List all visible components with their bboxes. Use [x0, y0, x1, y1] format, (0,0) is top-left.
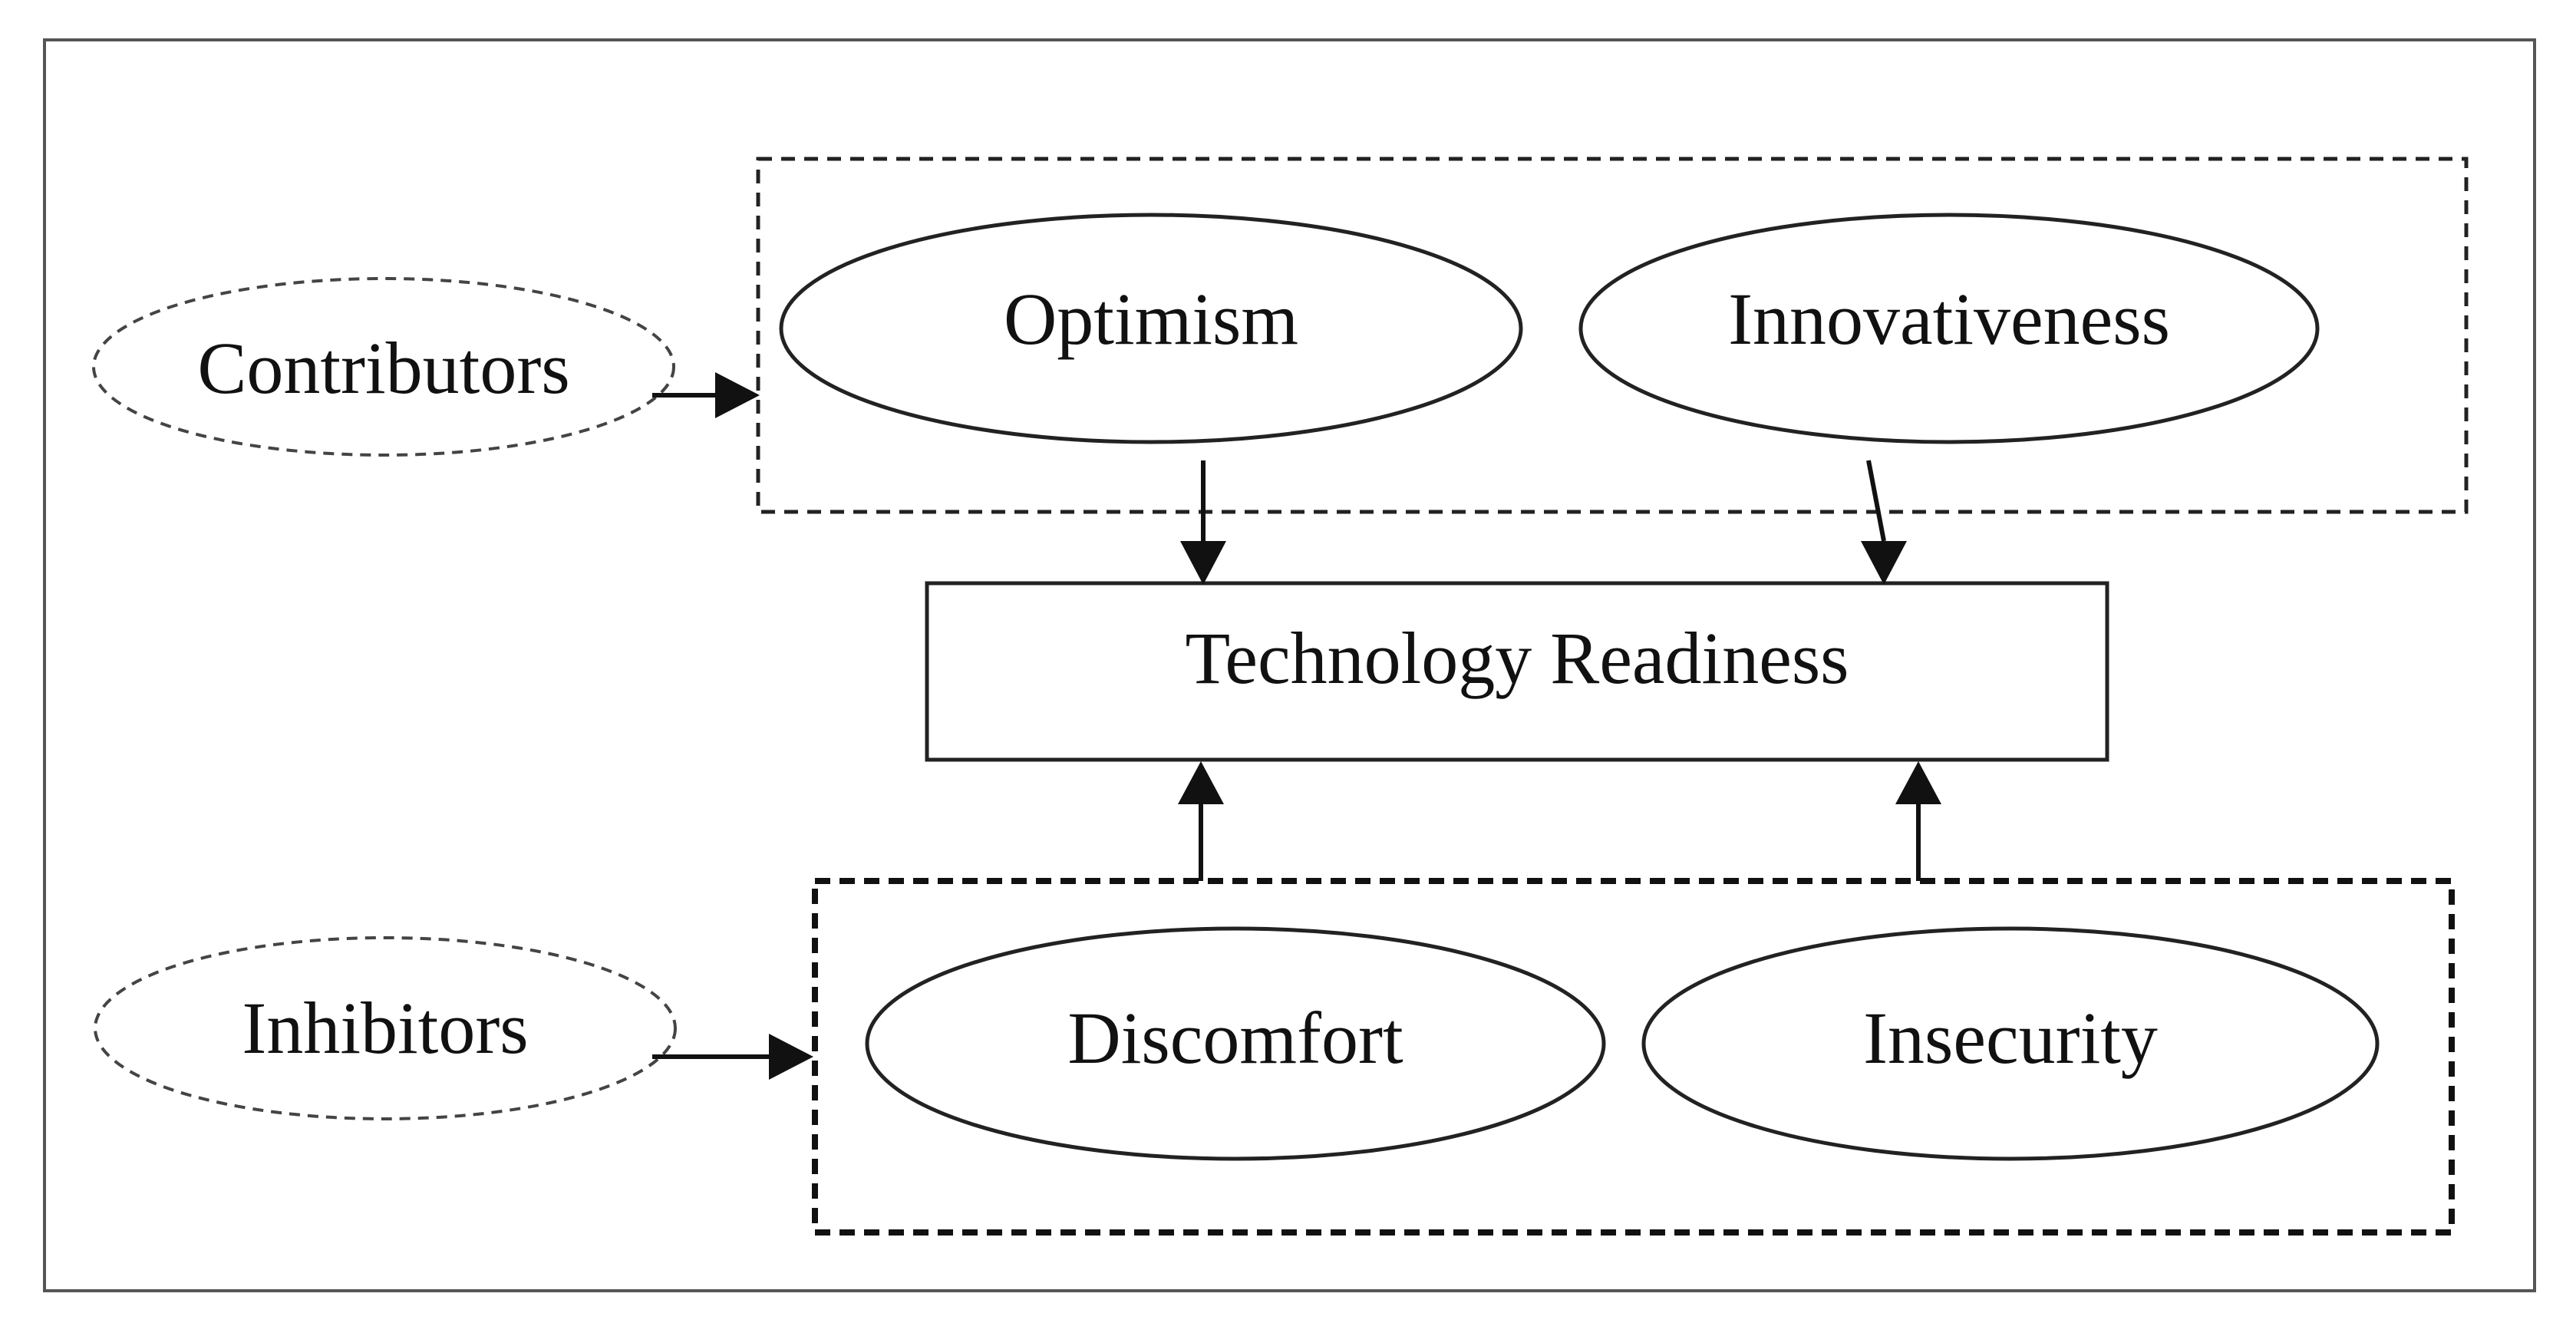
innovativeness-ellipse [1578, 213, 2320, 444]
technology-readiness-label: Technology Readiness [1185, 617, 1849, 699]
arrow-innovativeness-to-readiness [1861, 460, 1907, 585]
discomfort-ellipse [865, 926, 1606, 1161]
inhibitors-node: Inhibitors [94, 936, 677, 1120]
inhibitors-group-box [812, 878, 2455, 1236]
innovativeness-node: Innovativeness [1578, 213, 2320, 444]
discomfort-label: Discomfort [1067, 997, 1403, 1079]
insecurity-ellipse [1641, 926, 2380, 1161]
optimism-ellipse [779, 213, 1523, 444]
contributors-label: Contributors [197, 327, 569, 409]
insecurity-node: Insecurity [1641, 926, 2380, 1161]
arrow-inhibitors-to-group [652, 1034, 813, 1080]
inhibitors-ellipse [94, 936, 677, 1120]
insecurity-label: Insecurity [1863, 997, 2158, 1079]
inhibitors-label: Inhibitors [242, 987, 528, 1069]
technology-readiness-node: Technology Readiness [925, 581, 2109, 762]
discomfort-node: Discomfort [865, 926, 1606, 1161]
contributors-group-box [756, 157, 2469, 514]
contributors-ellipse [92, 277, 675, 457]
technology-readiness-box [925, 581, 2109, 762]
optimism-node: Optimism [779, 213, 1523, 444]
optimism-label: Optimism [1004, 278, 1298, 360]
arrow-discomfort-to-readiness [1178, 761, 1224, 881]
contributors-node: Contributors [92, 277, 675, 457]
arrow-contributors-to-group [652, 372, 760, 418]
arrow-optimism-to-readiness [1180, 460, 1226, 585]
arrow-insecurity-to-readiness [1895, 761, 1941, 881]
outer-frame [43, 38, 2536, 1292]
innovativeness-label: Innovativeness [1728, 278, 2170, 360]
